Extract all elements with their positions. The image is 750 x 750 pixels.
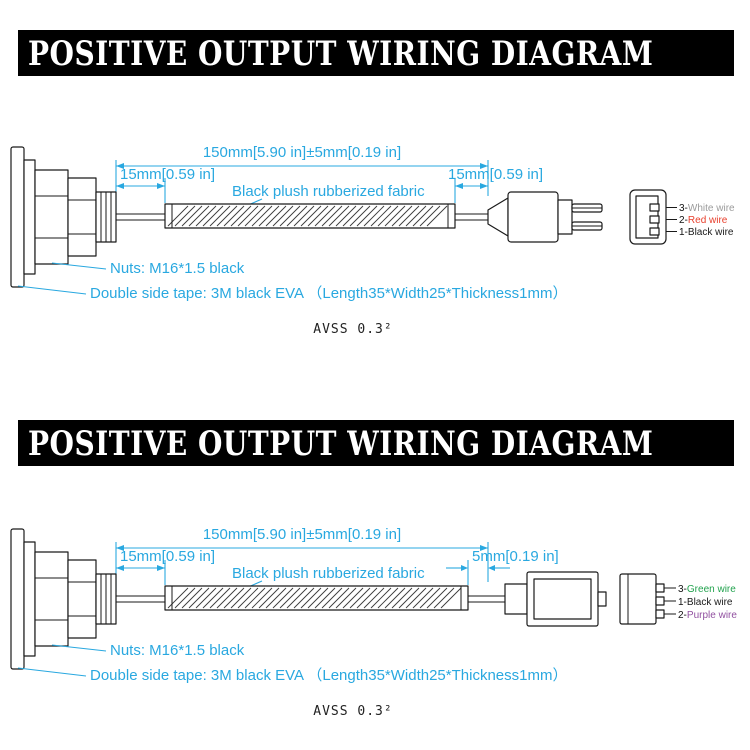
output-connector [487, 191, 603, 243]
terminal-blade-top [571, 203, 603, 213]
sensor-flange [10, 528, 25, 670]
dimension-right-label: 5mm[0.19 in] [472, 548, 559, 565]
wire-spec-label: AVSS 0.3² [313, 322, 392, 337]
wire-label-2: 2-Red wire [679, 215, 728, 226]
dimension-total-label: 150mm[5.90 in]±5mm[0.19 in] [203, 526, 401, 543]
wire-label-1: 1-Black wire [678, 597, 733, 608]
page-title: POSITIVE OUTPUT WIRING DIAGRAM [28, 423, 654, 463]
sensor-body [23, 541, 36, 657]
sensor-flange [10, 146, 25, 288]
dimension-total: 150mm[5.90 in]±5mm[0.19 in] [115, 144, 489, 210]
hex-nut-large [34, 169, 69, 265]
wire-spec-label: AVSS 0.3² [313, 704, 392, 719]
fabric-callout: Black plush rubberized fabric [232, 183, 425, 207]
pin-1 [649, 227, 660, 236]
connector-latch [597, 591, 607, 607]
dimension-total: 150mm[5.90 in]±5mm[0.19 in] [115, 526, 489, 592]
connector-boot [504, 583, 528, 615]
fabric-callout: Black plush rubberized fabric [232, 565, 425, 589]
tape-callout: Double side tape: 3M black EVA （Length35… [17, 667, 567, 684]
pin-2 [649, 215, 660, 224]
title-banner-2: POSITIVE OUTPUT WIRING DIAGRAM [18, 420, 734, 466]
pin-1 [655, 596, 665, 606]
connector-boot [487, 197, 509, 237]
connector-housing [507, 191, 559, 243]
dimension-right: 5mm[0.19 in] [446, 548, 559, 585]
fabric-label: Black plush rubberized fabric [232, 565, 425, 582]
dimension-right: 15mm[0.59 in] [448, 166, 543, 203]
sensor-assembly [10, 528, 117, 670]
nuts-label: Nuts: M16*1.5 black [110, 642, 245, 659]
pin-3 [655, 583, 665, 593]
dimension-left-label: 15mm[0.59 in] [120, 166, 215, 183]
fabric-sleeve [164, 203, 456, 229]
wiring-diagram-1: 150mm[5.90 in]±5mm[0.19 in] 15mm[0.59 in… [10, 144, 735, 337]
threaded-barrel [95, 191, 117, 243]
nuts-label: Nuts: M16*1.5 black [110, 260, 245, 277]
dimension-total-label: 150mm[5.90 in]±5mm[0.19 in] [203, 144, 401, 161]
dimension-left: 15mm[0.59 in] [116, 548, 215, 585]
connector-inner [533, 578, 592, 620]
sensor-body [23, 159, 36, 275]
threaded-barrel [95, 573, 117, 625]
wire-labels: 3-Green wire 1-Black wire 2-Purple wire [664, 584, 737, 621]
page-title: POSITIVE OUTPUT WIRING DIAGRAM [28, 33, 654, 73]
hex-nut-small [67, 559, 97, 639]
output-connector [504, 571, 607, 627]
wire-label-1: 1-Black wire [679, 227, 734, 238]
nuts-callout: Nuts: M16*1.5 black [51, 642, 245, 659]
nuts-callout: Nuts: M16*1.5 black [51, 260, 245, 277]
sensor-assembly [10, 146, 117, 288]
wire-label-3: 3-Green wire [678, 584, 736, 595]
hex-nut-large [34, 551, 69, 647]
fabric-label: Black plush rubberized fabric [232, 183, 425, 200]
dimension-right-label: 15mm[0.59 in] [448, 166, 543, 183]
dimension-left-label: 15mm[0.59 in] [120, 548, 215, 565]
tape-label: Double side tape: 3M black EVA （Length35… [90, 285, 567, 302]
fabric-sleeve [164, 585, 469, 611]
dimension-left: 15mm[0.59 in] [116, 166, 215, 203]
wire-label-3: 3-White wire [679, 203, 735, 214]
pin-connector [629, 189, 667, 245]
wire-labels: 3-White wire 2-Red wire 1-Black wire [666, 203, 735, 238]
tape-callout: Double side tape: 3M black EVA （Length35… [17, 285, 567, 302]
connector-front [557, 199, 573, 235]
pin-2 [655, 609, 665, 619]
wiring-diagram-2: 150mm[5.90 in]±5mm[0.19 in] 15mm[0.59 in… [10, 526, 737, 719]
title-banner-1: POSITIVE OUTPUT WIRING DIAGRAM [18, 30, 734, 76]
pin-connector [619, 573, 665, 625]
wire-label-2: 2-Purple wire [678, 610, 737, 621]
hex-nut-small [67, 177, 97, 257]
pin-3 [649, 203, 660, 212]
tape-label: Double side tape: 3M black EVA （Length35… [90, 667, 567, 684]
terminal-blade-bottom [571, 221, 603, 231]
